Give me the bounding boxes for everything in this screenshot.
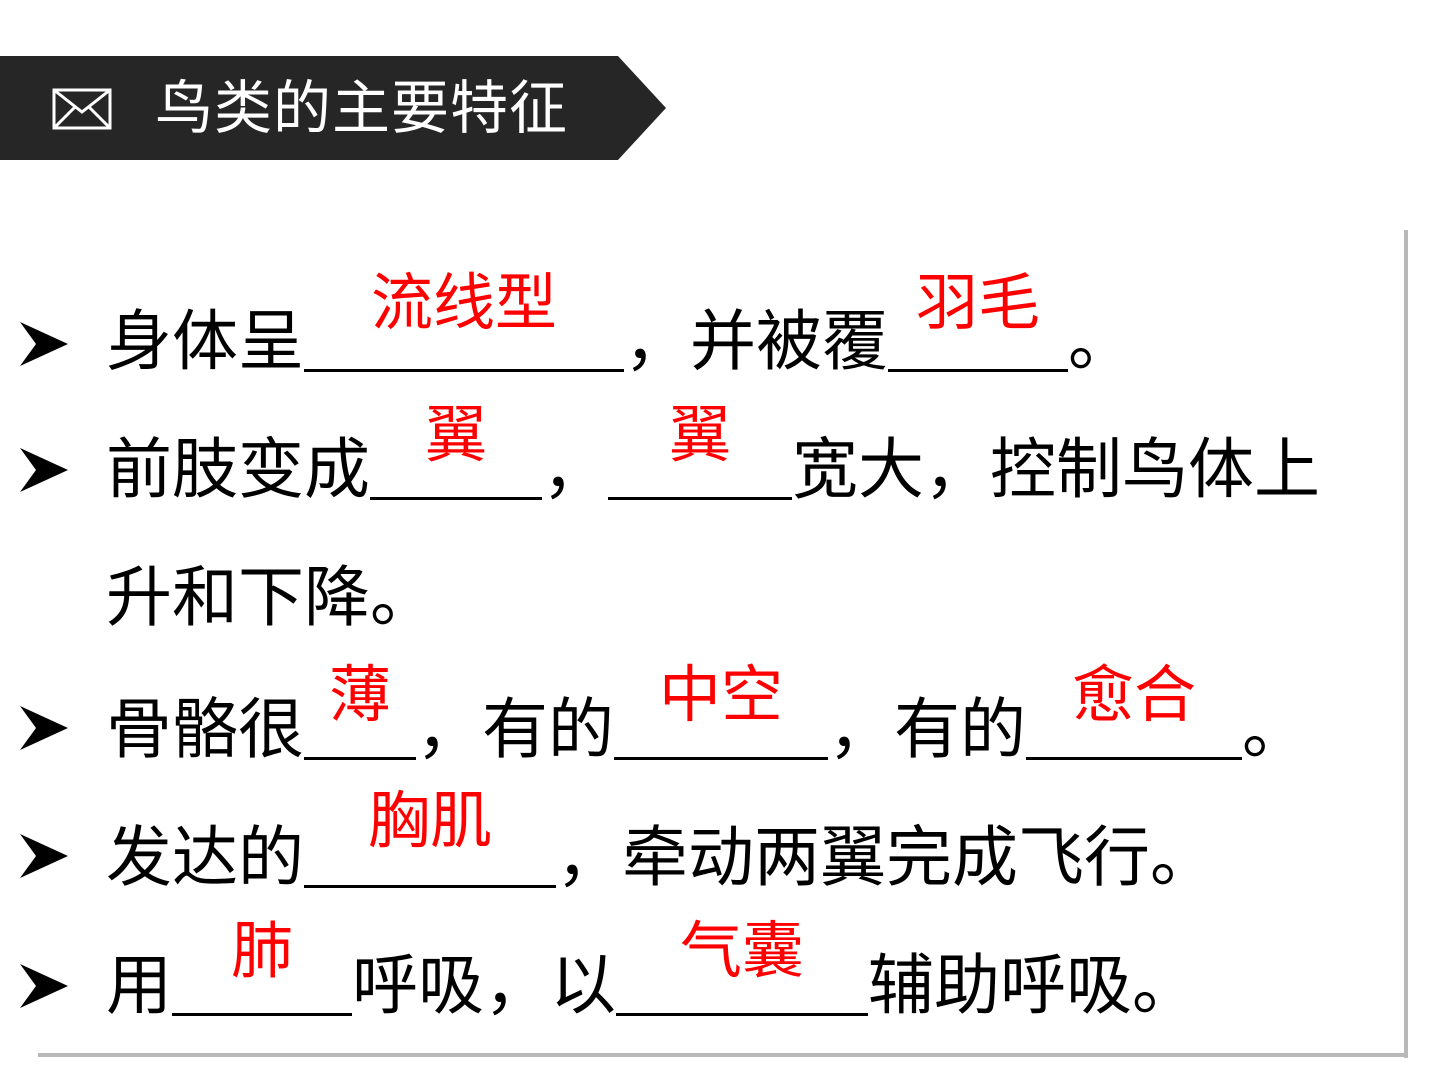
line-text: 宽大，控制鸟体上 xyxy=(792,431,1320,508)
answer-blank: 薄 xyxy=(304,660,416,770)
answer-text: 气囊 xyxy=(679,914,804,987)
line-text: ，并被覆 xyxy=(624,303,888,380)
line-text: 辅助呼吸。 xyxy=(868,947,1198,1024)
line-text: 。 xyxy=(1068,303,1134,380)
fill-in-line-2: 前肢变成翼，翼宽大，控制鸟体上 xyxy=(106,400,1320,510)
envelope-icon xyxy=(52,88,112,130)
answer-text: 中空 xyxy=(658,658,783,731)
arrow-bullet-icon xyxy=(20,834,68,878)
answer-blank: 气囊 xyxy=(616,916,868,1026)
arrow-bullet-icon xyxy=(20,706,68,750)
answer-blank: 翼 xyxy=(608,400,792,510)
answer-text: 薄 xyxy=(328,658,391,731)
answer-blank: 翼 xyxy=(370,400,542,510)
line-text: ， xyxy=(542,431,608,508)
line-text: 呼吸，以 xyxy=(352,947,616,1024)
line-text: 。 xyxy=(1242,691,1308,768)
answer-text: 肺 xyxy=(230,914,293,987)
fill-in-line-4: 发达的胸肌 ，牵动两翼完成飞行。 xyxy=(106,786,1216,898)
fill-in-line-2-continuation: 升和下降。 xyxy=(106,558,436,638)
line-text: 用 xyxy=(106,947,172,1024)
answer-blank: 愈合 xyxy=(1026,660,1242,770)
arrow-bullet-icon xyxy=(20,322,68,366)
answer-text: 胸肌 xyxy=(367,784,492,857)
frame-bottom-border xyxy=(38,1053,1408,1057)
line-text: 升和下降。 xyxy=(106,559,436,636)
arrow-bullet-icon xyxy=(20,448,68,492)
answer-text: 翼 xyxy=(424,398,487,471)
answer-blank: 胸肌 xyxy=(304,786,556,898)
fill-in-line-1: 身体呈流线型 ，并被覆羽毛。 xyxy=(106,268,1134,382)
answer-text: 翼 xyxy=(668,398,731,471)
answer-blank: 流线型 xyxy=(304,268,624,382)
section-title: 鸟类的主要特征 xyxy=(155,74,569,142)
fill-in-line-3: 骨骼很薄，有的中空，有的愈合。 xyxy=(106,660,1308,770)
line-text: 发达的 xyxy=(106,819,304,896)
arrow-bullet-icon xyxy=(20,964,68,1008)
answer-text: 流线型 xyxy=(370,266,557,339)
line-text: ，有的 xyxy=(416,691,614,768)
line-text: 骨骼很 xyxy=(106,691,304,768)
frame-right-border xyxy=(1404,230,1408,1058)
line-text: ，有的 xyxy=(828,691,1026,768)
answer-blank: 中空 xyxy=(614,660,828,770)
answer-text: 羽毛 xyxy=(915,266,1040,339)
fill-in-line-5: 用肺呼吸，以气囊辅助呼吸。 xyxy=(106,916,1198,1026)
line-text: ，牵动两翼完成飞行。 xyxy=(556,819,1216,896)
answer-blank: 羽毛 xyxy=(888,268,1068,382)
answer-text: 愈合 xyxy=(1071,658,1196,731)
answer-blank: 肺 xyxy=(172,916,352,1026)
line-text: 身体呈 xyxy=(106,303,304,380)
line-text: 前肢变成 xyxy=(106,431,370,508)
